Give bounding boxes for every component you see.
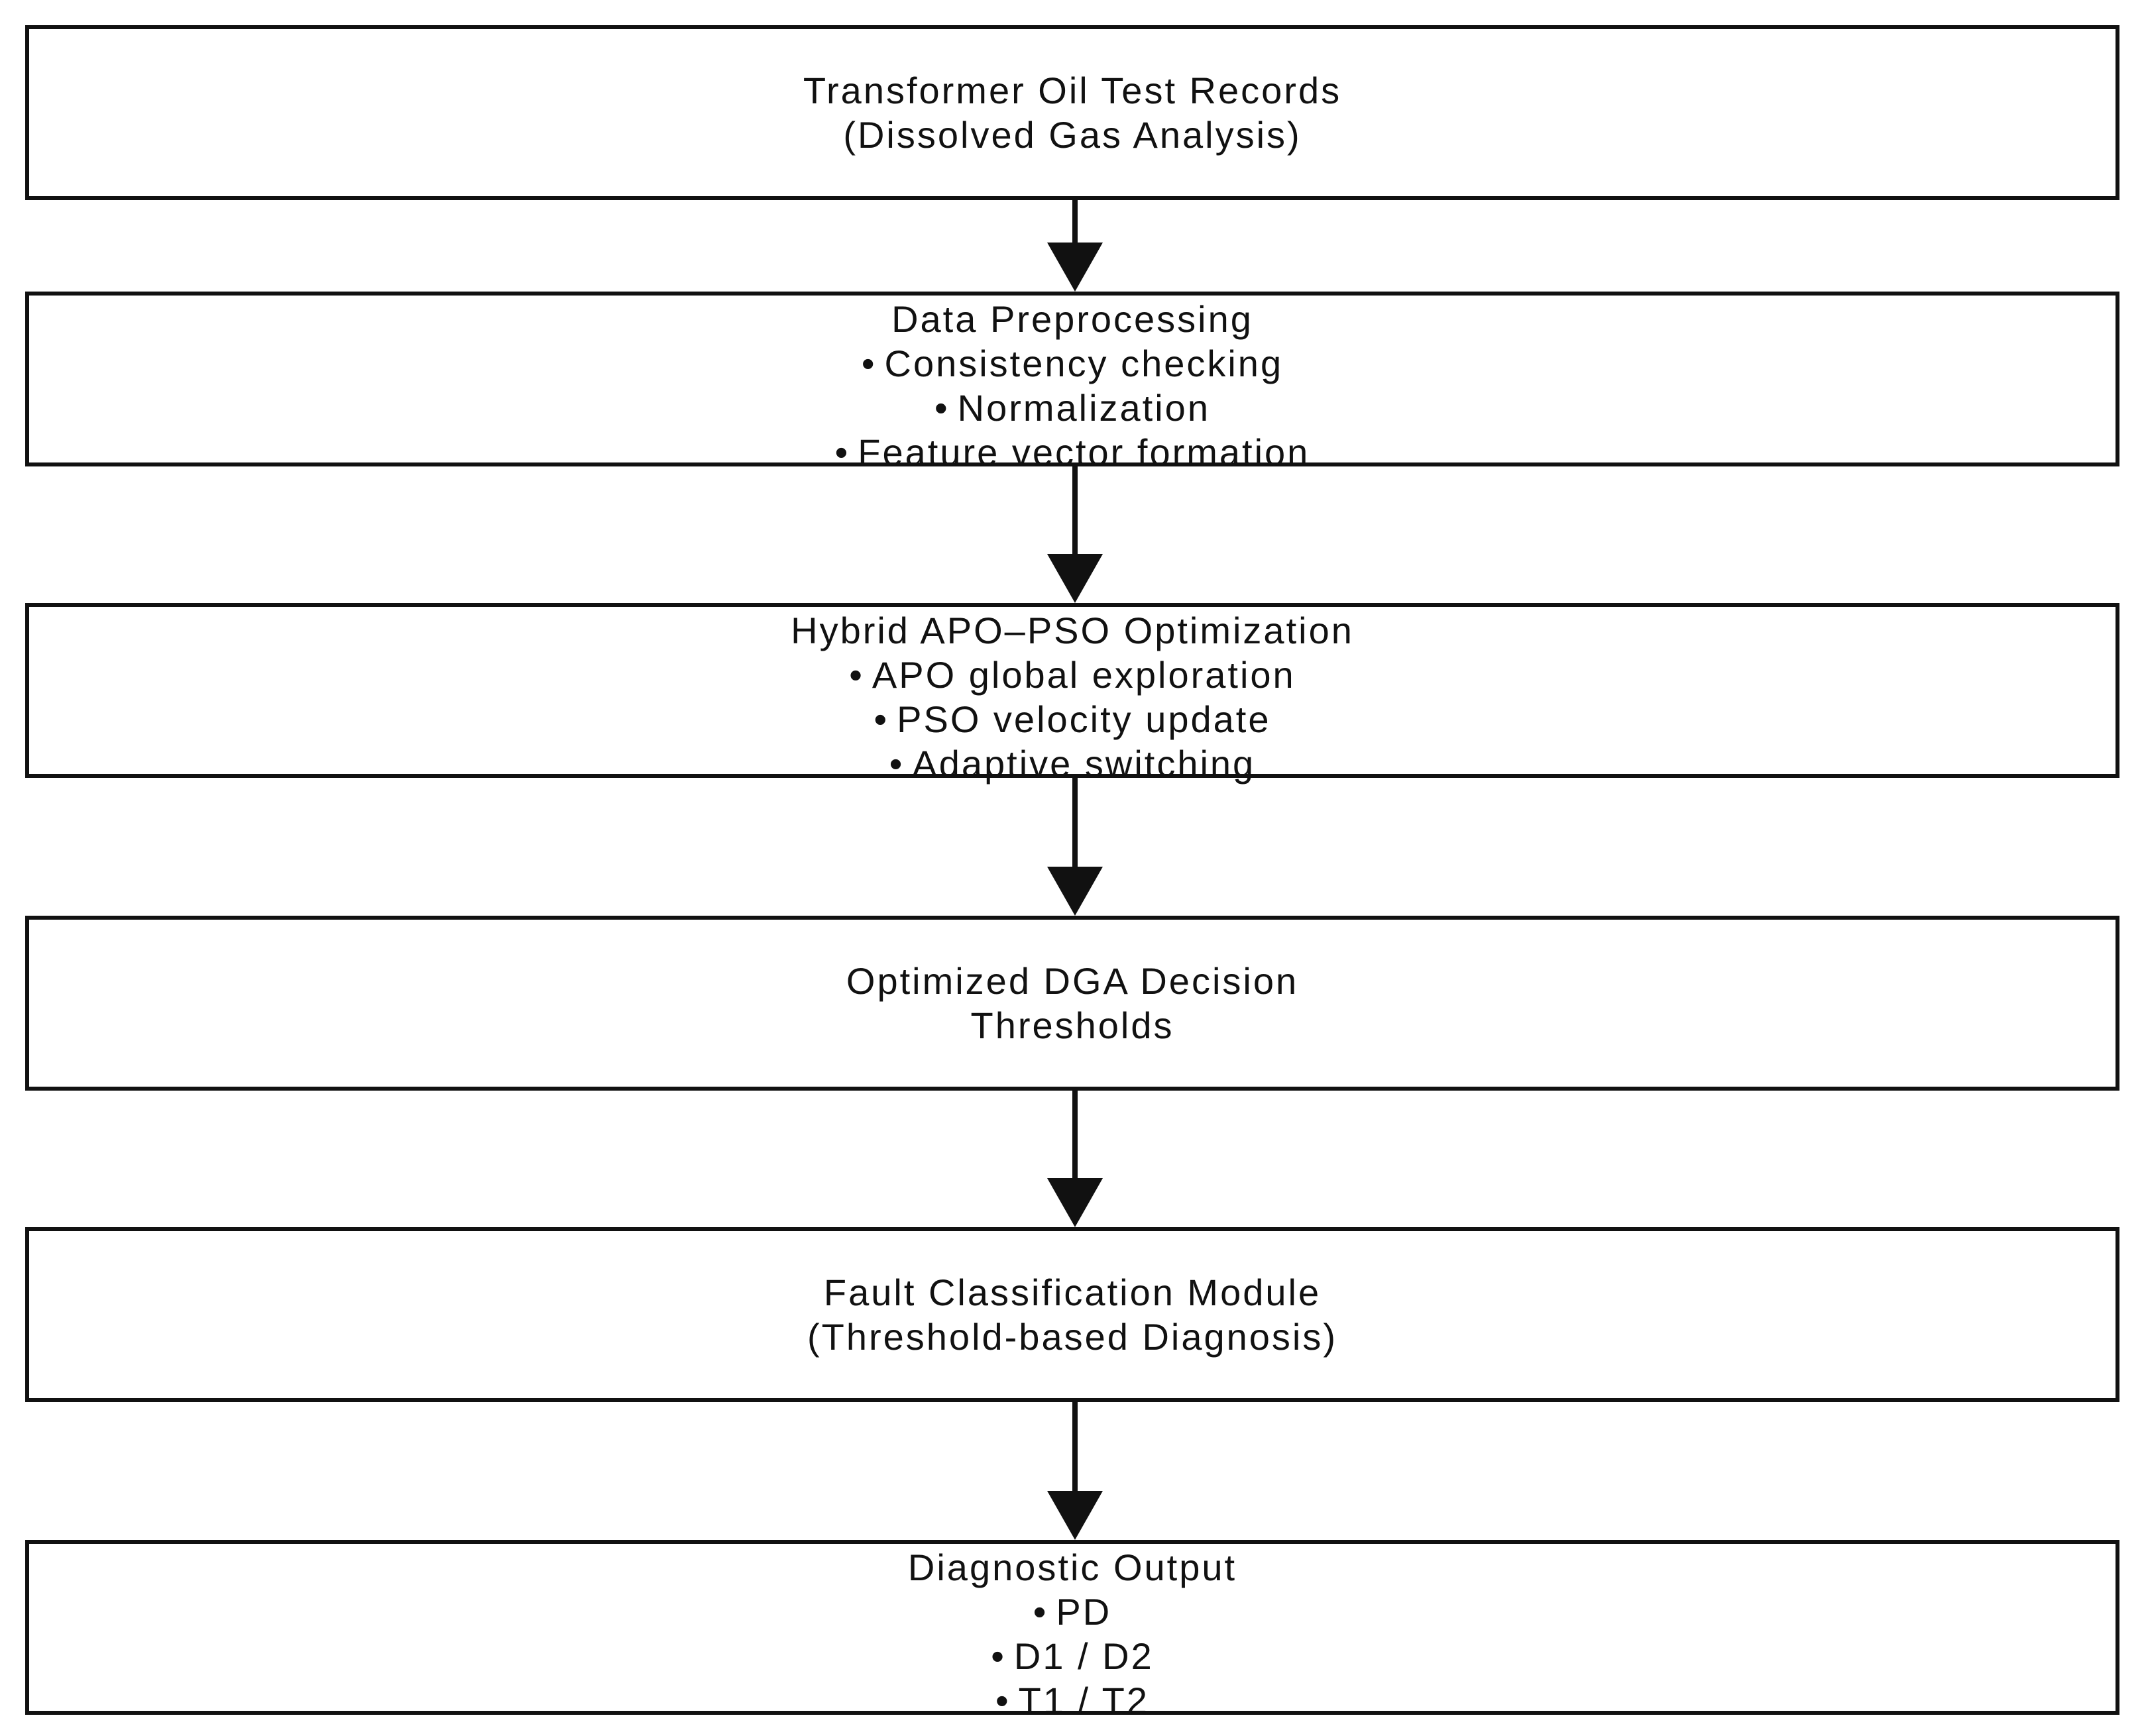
step-title: Optimized DGA Decision: [846, 960, 1299, 1002]
step-bullet: •Normalization: [934, 386, 1210, 430]
bullet-icon: •: [834, 431, 850, 473]
step-box-data-preprocessing: Data Preprocessing •Consistency checking…: [25, 292, 2119, 473]
step-bullet: •D1 / D2: [991, 1634, 1153, 1678]
step-title: Transformer Oil Test Records: [803, 70, 1342, 111]
bullet-text: PD: [1056, 1591, 1112, 1633]
bullet-icon: •: [991, 1635, 1006, 1677]
step-bullet: •APO global exploration: [849, 653, 1295, 697]
step-box-hybrid-optimization: Hybrid APO–PSO Optimization •APO global …: [25, 603, 2119, 785]
bullet-icon: •: [861, 343, 877, 384]
step-title: Fault Classification Module: [823, 1272, 1322, 1313]
step-title: Hybrid APO–PSO Optimization: [791, 610, 1354, 651]
arrow-1-to-2: [1047, 200, 1103, 292]
step-subtitle: (Threshold-based Diagnosis): [807, 1316, 1337, 1358]
step-title: Data Preprocessing: [891, 298, 1253, 340]
bullet-icon: •: [995, 1680, 1011, 1721]
arrow-4-to-5: [1047, 1091, 1103, 1227]
bullet-icon: •: [849, 654, 864, 696]
arrow-3-to-4: [1047, 778, 1103, 916]
bullet-icon: •: [1033, 1591, 1048, 1633]
bullet-text: Adaptive switching: [912, 743, 1256, 785]
arrow-2-to-3: [1047, 466, 1103, 603]
bullet-text: Consistency checking: [884, 343, 1284, 384]
bullet-icon: •: [934, 387, 950, 429]
step-box-oil-test-records: Transformer Oil Test Records (Dissolved …: [25, 25, 2119, 200]
bullet-text: D1 / D2: [1013, 1635, 1154, 1677]
step-subtitle: Thresholds: [970, 1004, 1174, 1046]
bullet-icon: •: [889, 743, 905, 785]
step-bullet: •PSO velocity update: [874, 697, 1271, 741]
step-title: Diagnostic Output: [907, 1546, 1237, 1588]
step-bullet: •T1 / T2: [995, 1678, 1149, 1723]
bullet-text: T1 / T2: [1018, 1680, 1149, 1721]
step-subtitle: (Dissolved Gas Analysis): [843, 114, 1302, 156]
step-bullet: •PD: [1033, 1590, 1111, 1634]
step-box-decision-thresholds: Optimized DGA Decision Thresholds: [25, 916, 2119, 1091]
arrow-5-to-6: [1047, 1402, 1103, 1540]
step-bullet: •Consistency checking: [862, 341, 1283, 386]
bullet-text: Normalization: [957, 387, 1210, 429]
bullet-icon: •: [874, 698, 889, 740]
bullet-text: Feature vector formation: [858, 431, 1310, 473]
step-box-diagnostic-output: Diagnostic Output •PD •D1 / D2 •T1 / T2: [25, 1540, 2119, 1721]
step-bullet: •Feature vector formation: [835, 430, 1310, 474]
step-box-fault-classification: Fault Classification Module (Threshold-b…: [25, 1227, 2119, 1402]
step-bullet: •Adaptive switching: [889, 741, 1255, 786]
bullet-text: APO global exploration: [872, 654, 1296, 696]
bullet-text: PSO velocity update: [897, 698, 1271, 740]
